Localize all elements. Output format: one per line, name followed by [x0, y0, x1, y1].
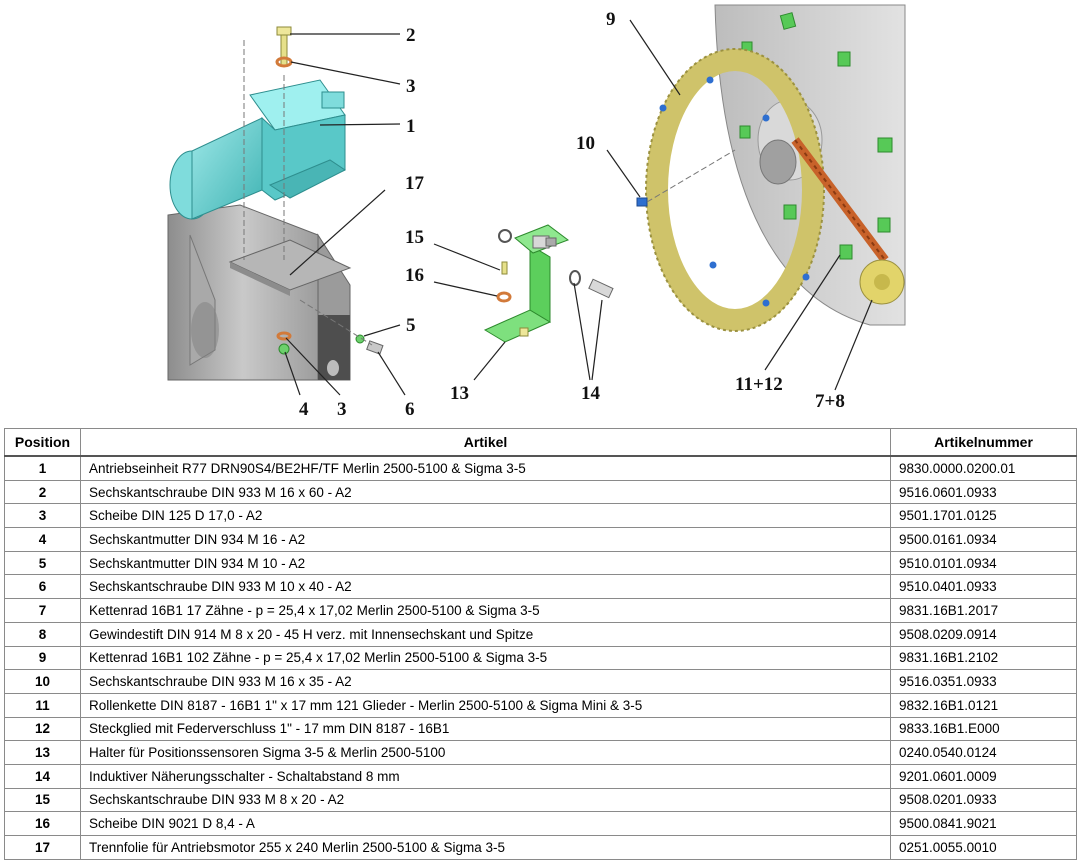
cell-position: 6 [4, 574, 81, 600]
cell-artikel: Kettenrad 16B1 17 Zähne - p = 25,4 x 17,… [80, 598, 891, 623]
cell-artikelnummer: 9831.16B1.2102 [890, 645, 1077, 671]
callout-13: 13 [450, 383, 469, 404]
cell-position: 13 [4, 740, 81, 765]
cell-artikelnummer: 9508.0201.0933 [890, 787, 1077, 813]
cell-position: 2 [4, 479, 81, 505]
cell-position: 1 [4, 455, 81, 481]
callout-14: 14 [581, 383, 601, 404]
leader-lines [284, 19, 873, 396]
cell-artikel: Gewindestift DIN 914 M 8 x 20 - 45 H ver… [80, 621, 891, 647]
cell-artikelnummer: 0251.0055.0010 [890, 835, 1077, 860]
cell-artikelnummer: 9516.0351.0933 [890, 669, 1077, 694]
cell-artikelnummer: 9508.0209.0914 [890, 621, 1077, 647]
cell-position: 7 [4, 598, 81, 623]
cell-artikelnummer: 9500.0841.9021 [890, 811, 1077, 836]
exploded-view-drawing: 2 3 1 17 15 16 5 13 4 3 6 14 9 10 11+12 … [167, 4, 906, 420]
cell-artikel: Induktiver Näherungsschalter - Schaltabs… [80, 763, 891, 789]
sprocket-drum-assembly [636, 4, 906, 332]
callout-3-top: 3 [406, 76, 416, 97]
cell-artikelnummer: 0240.0540.0124 [890, 740, 1077, 765]
header-position: Position [4, 428, 81, 457]
callout-1: 1 [406, 116, 416, 137]
cell-artikel: Scheibe DIN 125 D 17,0 - A2 [80, 503, 891, 529]
cell-artikel: Kettenrad 16B1 102 Zähne - p = 25,4 x 17… [80, 645, 891, 671]
cell-artikel: Sechskantschraube DIN 933 M 10 x 40 - A2 [80, 574, 891, 600]
cell-artikel: Sechskantmutter DIN 934 M 16 - A2 [80, 527, 891, 552]
cell-position: 5 [4, 550, 81, 576]
cell-artikelnummer: 9831.16B1.2017 [890, 598, 1077, 623]
callout-6: 6 [405, 399, 415, 420]
cell-artikel: Sechskantschraube DIN 933 M 16 x 60 - A2 [80, 479, 891, 505]
cell-artikelnummer: 9500.0161.0934 [890, 527, 1077, 552]
callout-11-12: 11+12 [735, 374, 783, 395]
motor-frame-assembly [167, 26, 384, 381]
callout-5: 5 [406, 315, 416, 336]
cell-artikel: Sechskantmutter DIN 934 M 10 - A2 [80, 550, 891, 576]
callout-4: 4 [299, 399, 309, 420]
sensor-bracket-assembly [483, 224, 614, 343]
cell-position: 4 [4, 527, 81, 552]
cell-position: 8 [4, 621, 81, 647]
cell-artikel: Sechskantschraube DIN 933 M 8 x 20 - A2 [80, 787, 891, 813]
callout-9: 9 [606, 9, 616, 30]
callout-10: 10 [576, 133, 595, 154]
table-header-row: Position Artikel Artikelnummer [4, 428, 1077, 457]
header-artikel: Artikel [80, 428, 891, 457]
callout-2: 2 [406, 25, 416, 46]
cell-artikelnummer: 9833.16B1.E000 [890, 716, 1077, 742]
cell-artikel: Steckglied mit Federverschluss 1" - 17 m… [80, 716, 891, 742]
cell-position: 14 [4, 763, 81, 789]
cell-artikel: Scheibe DIN 9021 D 8,4 - A [80, 811, 891, 836]
cell-position: 3 [4, 503, 81, 529]
cell-artikel: Antriebseinheit R77 DRN90S4/BE2HF/TF Mer… [80, 455, 891, 481]
cell-position: 11 [4, 692, 81, 718]
cell-artikel: Halter für Positionssensoren Sigma 3-5 &… [80, 740, 891, 765]
header-artikelnummer: Artikelnummer [890, 428, 1077, 457]
cell-position: 12 [4, 716, 81, 742]
cell-artikelnummer: 9516.0601.0933 [890, 479, 1077, 505]
cell-position: 10 [4, 669, 81, 694]
cell-position: 16 [4, 811, 81, 836]
callout-3-bottom: 3 [337, 399, 347, 420]
callout-17: 17 [405, 173, 425, 194]
cell-artikelnummer: 9501.1701.0125 [890, 503, 1077, 529]
cell-artikelnummer: 9510.0101.0934 [890, 550, 1077, 576]
callout-7-8: 7+8 [815, 391, 845, 412]
cell-artikelnummer: 9830.0000.0200.01 [890, 455, 1077, 481]
cell-artikel: Sechskantschraube DIN 933 M 16 x 35 - A2 [80, 669, 891, 694]
cell-position: 17 [4, 835, 81, 860]
cell-artikelnummer: 9201.0601.0009 [890, 763, 1077, 789]
cell-artikelnummer: 9832.16B1.0121 [890, 692, 1077, 718]
cell-artikel: Trennfolie für Antriebsmotor 255 x 240 M… [80, 835, 891, 860]
callout-15: 15 [405, 227, 424, 248]
cell-artikel: Rollenkette DIN 8187 - 16B1 1" x 17 mm 1… [80, 692, 891, 718]
cell-position: 15 [4, 787, 81, 813]
cell-artikelnummer: 9510.0401.0933 [890, 574, 1077, 600]
callout-16: 16 [405, 265, 424, 286]
cell-position: 9 [4, 645, 81, 671]
